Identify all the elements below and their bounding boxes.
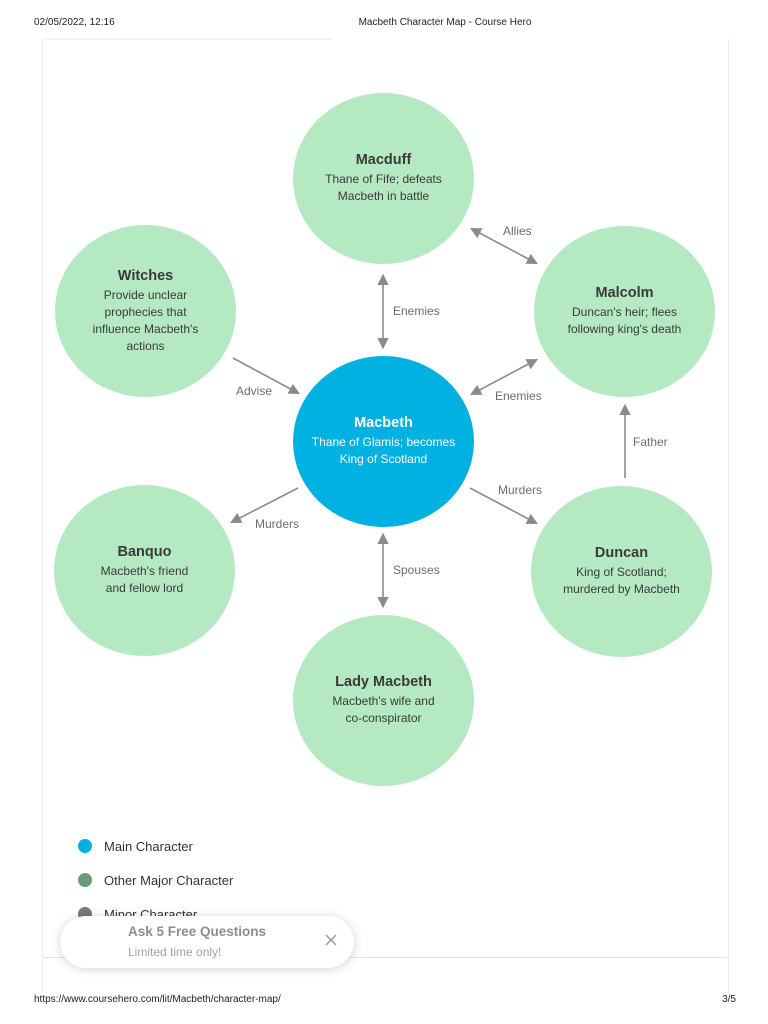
- print-url: https://www.coursehero.com/lit/Macbeth/c…: [34, 994, 281, 1005]
- legend-label: Other Major Character: [104, 872, 234, 888]
- card-top-divider: [42, 38, 332, 40]
- rel-label-murders-banquo: Murders: [255, 517, 300, 531]
- node-desc: Macbeth's friend and fellow lord: [100, 564, 189, 595]
- node-desc: Thane of Fife; defeats Macbeth in battle: [325, 172, 442, 203]
- arrow-macbeth-duncan: [469, 487, 538, 525]
- node-macduff: Macduff Thane of Fife; defeats Macbeth i…: [293, 93, 474, 264]
- toast-title[interactable]: Ask 5 Free Questions: [128, 924, 267, 939]
- card-bottom-divider: [42, 957, 727, 958]
- node-macbeth: Macbeth Thane of Glamis; becomes King of…: [293, 356, 474, 527]
- node-lady-macbeth: Lady Macbeth Macbeth's wife and co-consp…: [293, 615, 474, 786]
- rel-label-father: Father: [633, 435, 668, 449]
- close-icon[interactable]: [324, 933, 338, 947]
- print-page-number: 3/5: [722, 994, 736, 1005]
- node-duncan: Duncan King of Scotland; murdered by Mac…: [531, 486, 712, 657]
- node-name: Malcolm: [595, 285, 654, 301]
- node-name: Macduff: [355, 152, 412, 168]
- content-card: [42, 38, 729, 993]
- node-name: Duncan: [594, 545, 649, 561]
- print-title: Macbeth Character Map - Course Hero: [358, 17, 532, 28]
- toast-subtitle: Limited time only!: [128, 945, 222, 959]
- node-desc: Thane of Glamis; becomes King of Scotlan…: [311, 435, 456, 466]
- arrow-malcolm-macbeth: [470, 358, 538, 396]
- rel-label-allies: Allies: [503, 224, 532, 238]
- node-name: Lady Macbeth: [335, 674, 432, 690]
- node-witches: Witches Provide unclear prophecies that …: [55, 225, 236, 397]
- legend-dot-other: [78, 873, 92, 887]
- arrow-macbeth-banquo: [230, 487, 299, 524]
- rel-label-murders-duncan: Murders: [498, 483, 543, 497]
- node-name: Witches: [117, 267, 174, 284]
- arrow-witches-macbeth: [232, 357, 300, 395]
- node-desc: Provide unclear prophecies that influenc…: [92, 287, 199, 353]
- node-name: Macbeth: [354, 415, 413, 431]
- rel-label-spouses: Spouses: [393, 563, 440, 577]
- node-malcolm: Malcolm Duncan's heir; flees following k…: [534, 226, 715, 397]
- free-questions-toast[interactable]: Ask 5 Free Questions Limited time only!: [60, 916, 354, 968]
- arrow-macduff-malcolm: [470, 227, 538, 265]
- rel-label-advise: Advise: [236, 384, 273, 398]
- rel-label-enemies-malcolm: Enemies: [495, 389, 542, 403]
- node-desc: Duncan's heir; flees following king's de…: [567, 305, 682, 336]
- node-desc: Macbeth's wife and co-conspirator: [332, 694, 435, 725]
- legend-main-character: Main Character: [78, 836, 193, 856]
- node-desc: King of Scotland; murdered by Macbeth: [563, 565, 680, 596]
- legend-other-major-character: Other Major Character: [78, 870, 233, 890]
- rel-label-enemies-macduff: Enemies: [393, 304, 440, 318]
- legend-dot-main: [78, 839, 92, 853]
- legend-label: Main Character: [104, 838, 193, 854]
- print-datetime: 02/05/2022, 12:16: [34, 17, 115, 28]
- node-name: Banquo: [117, 544, 172, 560]
- node-banquo: Banquo Macbeth's friend and fellow lord: [54, 485, 235, 656]
